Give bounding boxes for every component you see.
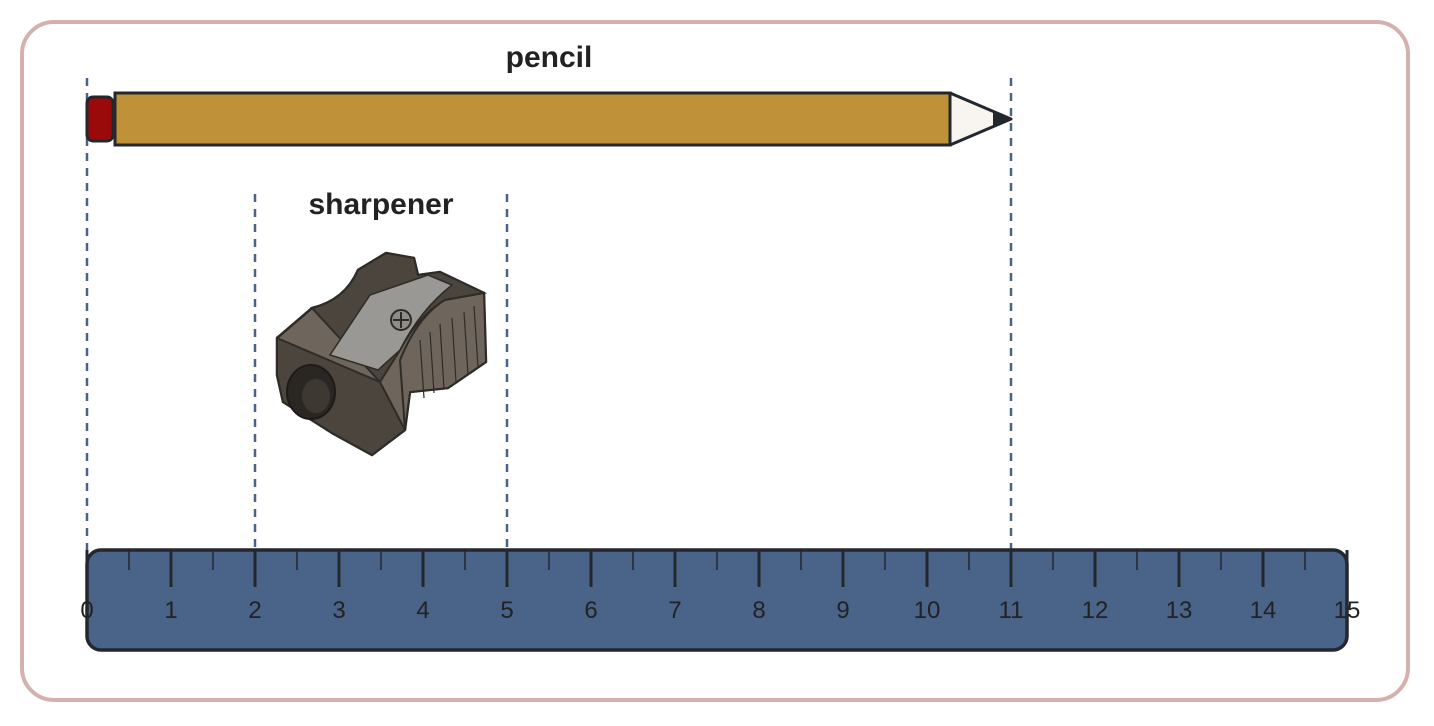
ruler-tick-label: 2 [248,597,261,624]
ruler-tick-label: 8 [752,597,765,624]
guide-lines [85,78,1013,552]
sharpener-label: sharpener [308,188,453,221]
sharpener-hole-inner [302,379,330,413]
sharpener-grooves [419,305,479,399]
ruler-tick-label: 5 [500,597,513,624]
pencil-icon [85,91,1013,147]
ruler-tick-label: 4 [416,597,429,624]
ruler-tick-label: 13 [1166,597,1193,624]
ruler-tick-label: 10 [914,597,941,624]
ruler-tick-label: 12 [1082,597,1109,624]
pencil-label: pencil [506,41,593,74]
pencil-eraser [85,95,115,143]
ruler-ticks [85,550,1349,587]
ruler-tick-label: 1 [164,597,177,624]
ruler-tick-label: 7 [668,597,681,624]
pencil-tip [948,91,1013,147]
ruler-tick-label: 0 [80,597,93,624]
ruler-tick-label: 6 [584,597,597,624]
pencil-lead [993,110,1011,128]
pencil-body [113,91,952,147]
sharpener-icon [275,251,488,457]
ruler-tick-label: 11 [999,597,1024,624]
ruler-tick-label: 14 [1250,597,1277,624]
ruler-tick-label: 3 [332,597,345,624]
ruler-tick-label: 15 [1334,597,1361,624]
ruler-tick-label: 9 [836,597,849,624]
